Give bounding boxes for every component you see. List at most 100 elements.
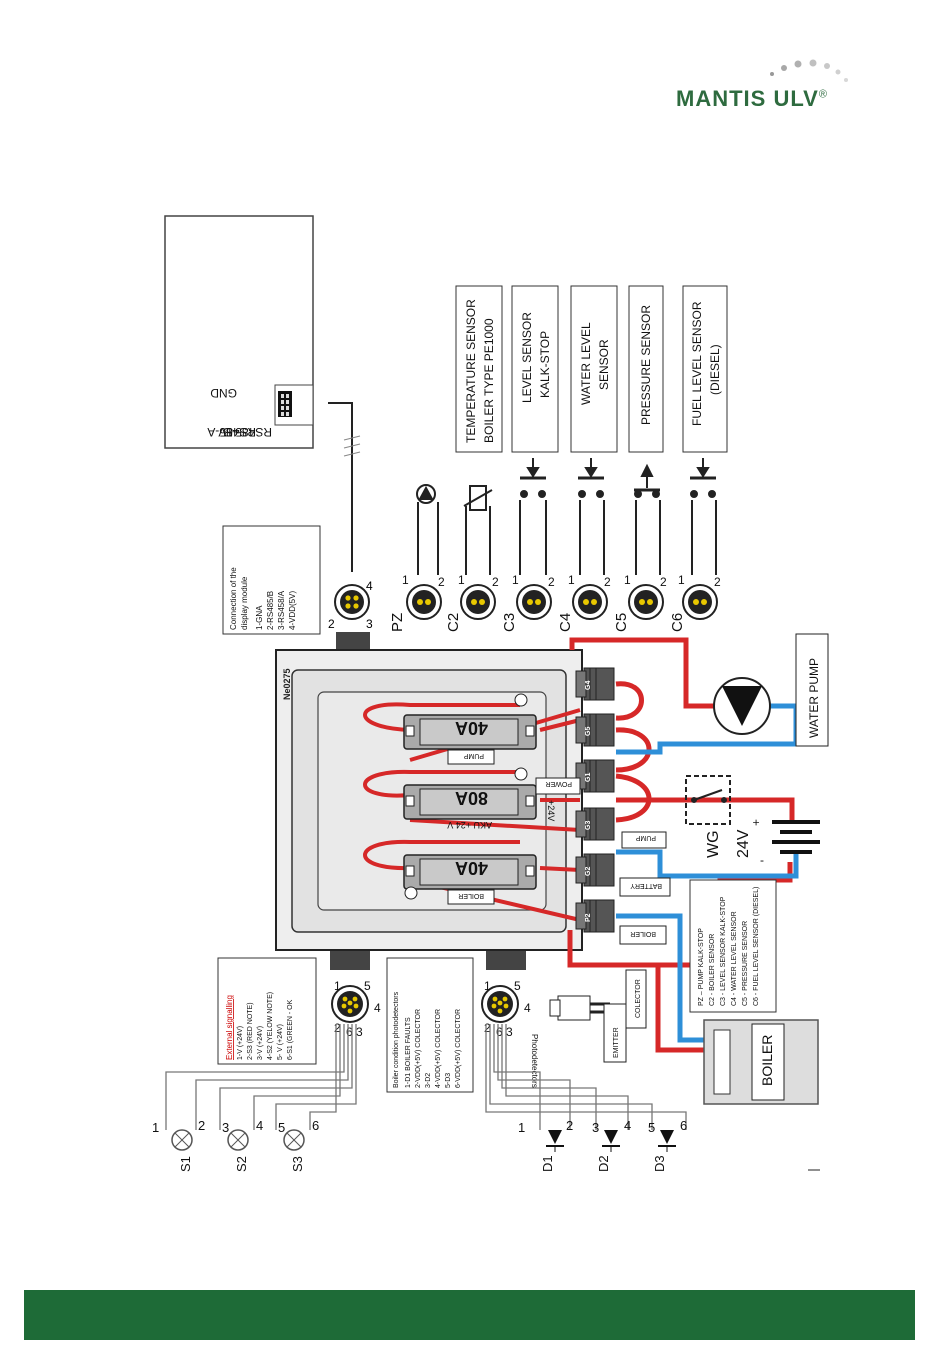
legend-line: PZ – PUMP KALK-STOP: [698, 928, 705, 1006]
note-line: 3-RS458/A: [277, 590, 286, 630]
svg-text:-: -: [760, 853, 764, 867]
signalling-line: 2-S3 (RED NOTE): [247, 1002, 254, 1060]
gland-label: G2: [585, 867, 592, 876]
legend-line: C6 - FUEL LEVEL SENSOR (DIESEL): [753, 887, 760, 1006]
condition-line: 3-D2: [425, 1073, 432, 1088]
gland-label: P2: [585, 913, 592, 922]
fuse-label: PUMP: [463, 752, 484, 759]
note-line: 1-GNA: [255, 605, 264, 630]
svg-text:2: 2: [548, 575, 555, 589]
legend-line: C2 - BOILER SENSOR: [709, 934, 716, 1006]
boiler-label: BOILER: [759, 1035, 775, 1086]
sensor-symbols: [416, 458, 717, 575]
svg-text:3: 3: [356, 1025, 363, 1039]
svg-text:3: 3: [592, 1120, 599, 1135]
wg-label: WG: [705, 830, 722, 858]
tag-photodetectors: Photodetectors: [530, 1034, 539, 1088]
signalling-title: External signalling: [225, 995, 234, 1060]
display-pin-label: +5V: [218, 425, 240, 439]
note-line: 4-VDD(5V): [288, 591, 297, 630]
sensor-label: SENSOR: [597, 339, 611, 390]
sensor-labels: TEMPERATURE SENSOR BOILER TYPE PE1000 LE…: [455, 285, 728, 453]
connector-label: C3: [501, 613, 518, 632]
svg-text:5: 5: [364, 979, 371, 993]
svg-text:2: 2: [714, 575, 721, 589]
tag-boiler: BOILER: [630, 930, 656, 937]
svg-text:2: 2: [492, 575, 499, 589]
pin-number: 4: [366, 579, 373, 593]
svg-text:1: 1: [518, 1120, 525, 1135]
box-model: Ne0275: [282, 668, 292, 700]
lamp-wiring: [165, 1024, 357, 1130]
svg-text:3: 3: [222, 1120, 229, 1135]
gland-label: G5: [585, 727, 592, 736]
legend-line: C4 - WATER LEVEL SENSOR: [731, 911, 738, 1006]
svg-text:2: 2: [566, 1118, 573, 1133]
sensor-label: WATER LEVEL: [579, 322, 593, 405]
svg-text:6: 6: [496, 1025, 503, 1039]
svg-text:1: 1: [458, 573, 465, 587]
connector-label: C6: [669, 613, 686, 632]
fuse-value: 80A: [455, 788, 488, 808]
connector-label: C5: [613, 613, 630, 632]
svg-text:3: 3: [506, 1025, 513, 1039]
svg-text:1: 1: [484, 979, 491, 993]
tag-emitter: EMITTER: [613, 1027, 620, 1058]
svg-text:6: 6: [346, 1025, 353, 1039]
control-box: Ne0275 40A PUMP 80A AKU +24 V: [275, 632, 583, 970]
svg-text:4: 4: [374, 1001, 381, 1015]
svg-text:2: 2: [660, 575, 667, 589]
sensor-label: FUEL LEVEL SENSOR: [690, 301, 704, 426]
gland-label: G3: [585, 821, 592, 830]
display-pin-label: RS485-B: [223, 425, 272, 439]
svg-text:+: +: [749, 819, 763, 826]
condition-line: 2-VDD(+5V) COLECTOR: [415, 1009, 422, 1088]
battery-switch: WG 24V + -: [685, 775, 820, 867]
condition-line: 5-D3: [445, 1073, 452, 1088]
pin-number: 2: [328, 617, 335, 631]
svg-text:5: 5: [514, 979, 521, 993]
diode-wiring: [485, 1024, 687, 1130]
sensor-label: LEVEL SENSOR: [520, 312, 534, 403]
display-pin-label: RS485-A: [207, 425, 256, 439]
display-module: +5V RS485-A RS485-B GND: [164, 215, 314, 449]
gland-label: G1: [585, 773, 592, 782]
signalling-line: 3-V (+24V): [257, 1026, 264, 1060]
svg-text:1: 1: [568, 573, 575, 587]
signalling-line: 4-S2 (YELOW NOTE): [267, 992, 274, 1060]
note-line: 2-RS485/B: [266, 591, 275, 630]
svg-text:4: 4: [524, 1001, 531, 1015]
tag-power: POWER: [546, 780, 572, 787]
footer-bar: [24, 1290, 915, 1340]
svg-text:1: 1: [334, 979, 341, 993]
svg-text:1: 1: [624, 573, 631, 587]
svg-text:4: 4: [624, 1118, 631, 1133]
sensor-label: KALK-STOP: [538, 331, 552, 398]
fuse-label: BOILER: [458, 892, 484, 899]
diode-label: D1: [540, 1155, 555, 1172]
tag-colector: COLECTOR: [635, 979, 642, 1018]
svg-text:1: 1: [402, 573, 409, 587]
pin-number: 3: [366, 617, 373, 631]
brand-logo: MANTIS ULV®: [676, 58, 856, 118]
connector-label: C4: [557, 613, 574, 632]
gland-label: G4: [585, 681, 592, 690]
signalling-line: 6-S1 (GREEN - OK: [287, 999, 294, 1060]
connector-label: PZ: [389, 613, 406, 632]
boiler-condition-note: Boiler condition photodetectors 1-D1 BOI…: [386, 957, 474, 1093]
water-pump-label: WATER PUMP: [807, 658, 821, 738]
display-pin-label: GND: [210, 386, 237, 400]
display-cable: [328, 402, 353, 572]
logo-dots-icon: [770, 59, 848, 82]
plus24v-label: +24V: [546, 800, 556, 821]
svg-text:4: 4: [256, 1118, 263, 1133]
svg-text:5: 5: [278, 1120, 285, 1135]
svg-text:2: 2: [334, 1021, 341, 1035]
lamp-label: S2: [234, 1156, 249, 1172]
signalling-line: 1-V (+24V): [237, 1026, 244, 1060]
legend-line: C5 - PRESSURE SENSOR: [742, 921, 749, 1006]
condition-line: 4-VDD(+5V) COLECTOR: [435, 1009, 442, 1088]
condition-line: 1-D1 BOILER FAULTS: [405, 1017, 412, 1088]
